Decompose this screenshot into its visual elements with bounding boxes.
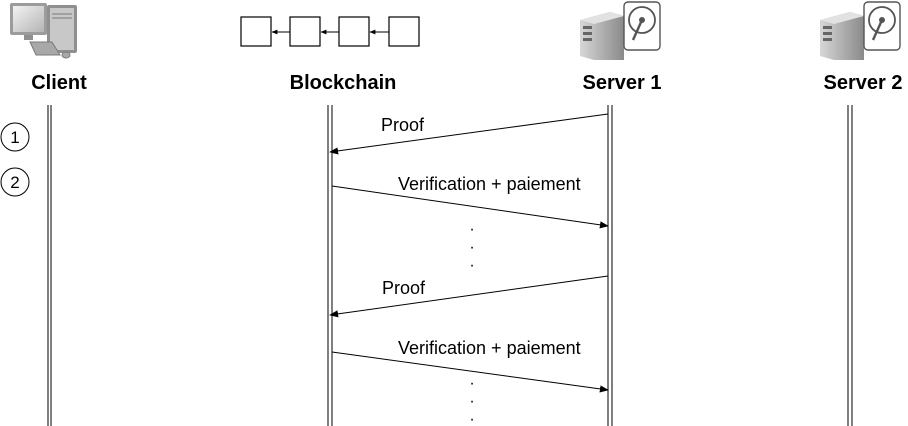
message-label-proof: Proof (382, 278, 426, 298)
step-marker-1: 1 (0, 122, 30, 152)
lifeline-client (47, 105, 52, 426)
chain-block (240, 16, 272, 47)
message-arrow-verification (331, 185, 609, 229)
lifeline-server-1 (607, 105, 613, 426)
message-arrow-proof (329, 275, 609, 318)
continuation-dots: · · · (469, 221, 474, 274)
svg-text:·: · (469, 221, 474, 238)
server-with-disk-icon (820, 1, 901, 60)
continuation-dots: · · · (469, 375, 474, 426)
message-arrow-proof (329, 113, 609, 155)
chain-block (289, 16, 321, 47)
lifeline-blockchain (327, 105, 333, 426)
message-label-verification: Verification + paiement (398, 174, 581, 194)
svg-text:·: · (469, 239, 474, 256)
desktop-computer-icon (10, 3, 77, 59)
lifeline-server-2 (847, 105, 853, 426)
step-number: 2 (10, 173, 19, 192)
step-marker-2: 2 (0, 167, 30, 197)
svg-text:·: · (469, 257, 474, 274)
svg-text:·: · (469, 393, 474, 410)
message-label-verification: Verification + paiement (398, 338, 581, 358)
chain-block (338, 16, 370, 47)
message-arrow-verification (331, 351, 609, 393)
block-chain-icon (240, 16, 420, 47)
actor-label-blockchain: Blockchain (290, 72, 397, 94)
message-label-proof: Proof (381, 115, 425, 135)
chain-block (388, 16, 420, 47)
svg-text:·: · (469, 375, 474, 392)
actor-label-client: Client (31, 72, 87, 94)
step-number: 1 (10, 128, 19, 147)
server-with-disk-icon (580, 1, 661, 60)
svg-text:·: · (469, 411, 474, 426)
actor-label-server-1: Server 1 (583, 72, 662, 94)
actor-label-server-2: Server 2 (824, 72, 903, 94)
